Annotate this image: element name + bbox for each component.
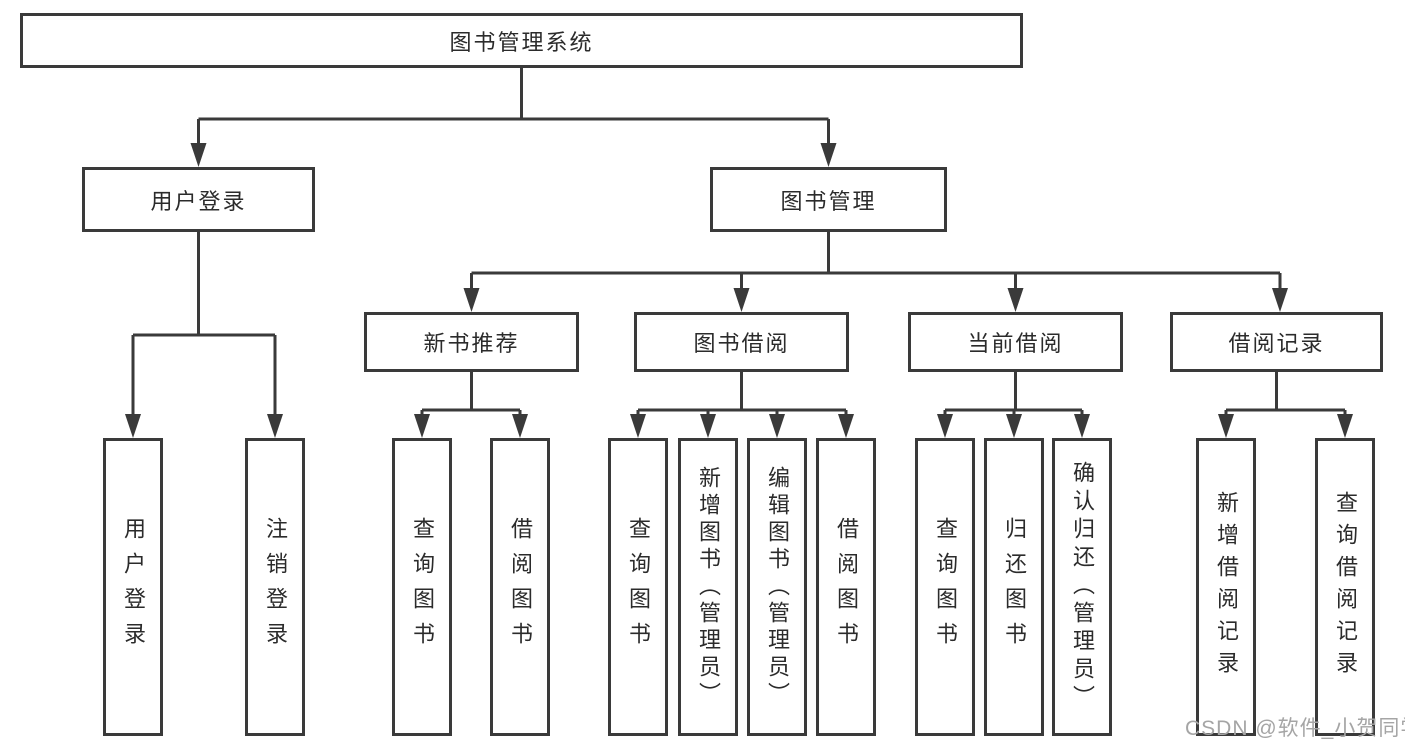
- leaf-logout: 注销登录: [245, 438, 305, 736]
- leaf-label: 查询图书: [410, 517, 435, 657]
- leaf-add-book-admin: 新增图书（管理员）: [678, 438, 738, 736]
- leaf-label: 新增借阅记录: [1214, 491, 1239, 683]
- leaf-label: 注销登录: [263, 517, 288, 657]
- leaf-confirm-return-admin: 确认归还（管理员）: [1052, 438, 1112, 736]
- node-book-management: 图书管理: [710, 167, 947, 232]
- leaf-label: 借阅图书: [834, 517, 859, 657]
- leaf-add-borrow-record: 新增借阅记录: [1196, 438, 1256, 736]
- leaf-label: 新增图书（管理员）: [696, 465, 721, 709]
- leaf-label: 用户登录: [121, 517, 146, 657]
- leaf-label: 归还图书: [1002, 517, 1027, 657]
- leaf-query-borrow-record: 查询借阅记录: [1315, 438, 1375, 736]
- leaf-label: 查询图书: [933, 517, 958, 657]
- node-current-borrow: 当前借阅: [908, 312, 1123, 372]
- leaf-label: 编辑图书（管理员）: [765, 465, 790, 709]
- connector-paths: [131, 68, 1347, 417]
- leaf-borrow-book: 借阅图书: [816, 438, 876, 736]
- leaf-return-book: 归还图书: [984, 438, 1044, 736]
- leaf-borrow-book-recommend: 借阅图书: [490, 438, 550, 736]
- leaf-query-book-borrow: 查询图书: [608, 438, 668, 736]
- leaf-user-login: 用户登录: [103, 438, 163, 736]
- leaf-label: 确认归还（管理员）: [1070, 461, 1095, 713]
- leaf-query-book-recommend: 查询图书: [392, 438, 452, 736]
- leaf-label: 借阅图书: [508, 517, 533, 657]
- node-root: 图书管理系统: [20, 13, 1023, 68]
- arrowheads: [125, 143, 1353, 438]
- node-book-borrow: 图书借阅: [634, 312, 849, 372]
- leaf-label: 查询图书: [626, 517, 651, 657]
- node-new-book-recommend: 新书推荐: [364, 312, 579, 372]
- leaf-query-book-current: 查询图书: [915, 438, 975, 736]
- leaf-label: 查询借阅记录: [1333, 491, 1358, 683]
- csdn-watermark: CSDN @软件_小贺同学: [1185, 717, 1405, 740]
- node-user-login: 用户登录: [82, 167, 315, 232]
- node-borrow-records: 借阅记录: [1170, 312, 1383, 372]
- leaf-edit-book-admin: 编辑图书（管理员）: [747, 438, 807, 736]
